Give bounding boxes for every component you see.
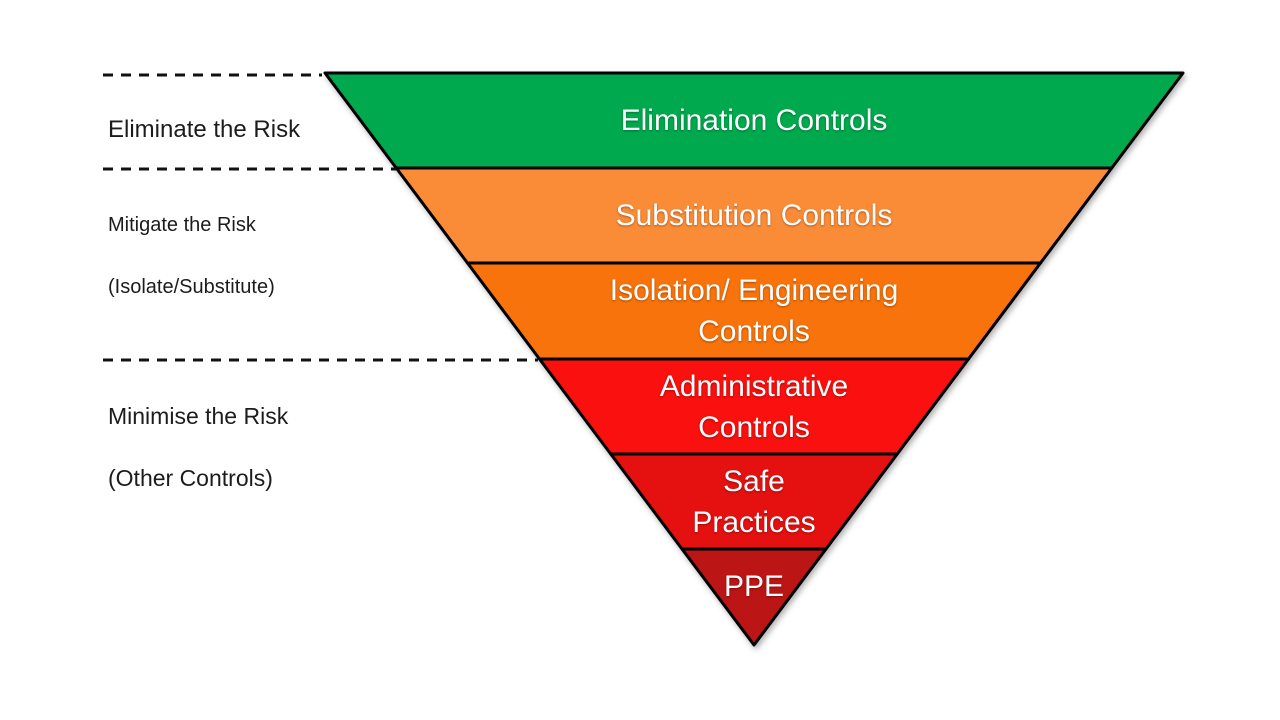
annotation-label: Minimise the Risk: [108, 403, 289, 429]
annotation-sublabel: (Other Controls): [108, 465, 273, 491]
annotation-mitigate-the-risk: Mitigate the Risk (Isolate/Substitute): [108, 179, 275, 334]
annotation-eliminate-the-risk: Eliminate the Risk: [108, 85, 300, 175]
annotation-minimise-the-risk: Minimise the Risk (Other Controls): [108, 370, 288, 525]
pyramid-layer-isolation-engineering: [466, 261, 1042, 361]
pyramid-layer-administrative: [538, 357, 970, 456]
inverted-pyramid: [323, 71, 1185, 647]
pyramid-layer-elimination: [323, 71, 1185, 170]
annotation-sublabel: (Isolate/Substitute): [108, 276, 275, 298]
pyramid-layer-ppe: [680, 547, 828, 647]
annotation-label: Mitigate the Risk: [108, 214, 256, 236]
annotation-label: Eliminate the Risk: [108, 116, 301, 143]
pyramid-layer-substitution: [394, 166, 1114, 265]
pyramid-layer-safe-practices: [609, 452, 899, 551]
